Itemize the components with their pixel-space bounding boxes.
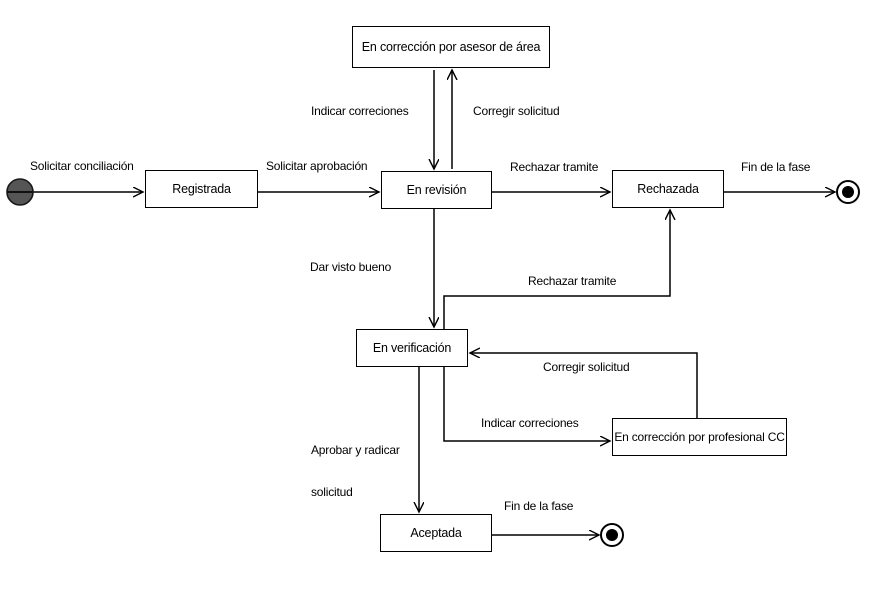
- label-corregir-solicitud-profesional: Corregir solicitud: [543, 360, 630, 374]
- state-label: Rechazada: [637, 182, 699, 196]
- state-label: En revisión: [406, 183, 467, 197]
- state-label: En corrección por asesor de área: [361, 40, 541, 54]
- state-en-correccion-por-profesional-cc[interactable]: En corrección por profesional CC: [612, 418, 787, 456]
- label-line-2: solicitud: [311, 485, 353, 499]
- state-label: Aceptada: [410, 526, 462, 540]
- state-label: En verificación: [372, 341, 452, 355]
- state-registrada[interactable]: Registrada: [145, 170, 258, 208]
- final-node-rechazada: [836, 180, 860, 204]
- edge-indicar-correciones-profesional: [443, 367, 610, 441]
- label-indicar-correciones-asesor: Indicar correciones: [311, 104, 409, 118]
- label-corregir-solicitud-asesor: Corregir solicitud: [473, 104, 560, 118]
- label-solicitar-conciliacion: Solicitar conciliación: [30, 159, 134, 173]
- label-fin-de-la-fase-aceptada: Fin de la fase: [504, 499, 574, 513]
- final-node-aceptada: [600, 523, 624, 547]
- state-label: En corrección por profesional CC: [614, 430, 785, 444]
- label-rechazar-tramite-revision: Rechazar tramite: [510, 160, 599, 174]
- state-en-verificacion[interactable]: En verificación: [356, 329, 468, 367]
- label-solicitar-aprobacion: Solicitar aprobación: [266, 159, 368, 173]
- state-aceptada[interactable]: Aceptada: [380, 514, 492, 552]
- state-rechazada[interactable]: Rechazada: [612, 170, 724, 208]
- label-aprobar-y-radicar-solicitud: Aprobar y radicar solicitud: [311, 415, 400, 527]
- initial-node: [6, 178, 34, 206]
- label-dar-visto-bueno: Dar visto bueno: [310, 260, 392, 274]
- state-label: Registrada: [172, 182, 231, 196]
- state-en-correccion-por-asesor-de-area[interactable]: En corrección por asesor de área: [352, 26, 550, 68]
- label-indicar-correciones-profesional: Indicar correciones: [481, 416, 579, 430]
- label-rechazar-tramite-verificacion: Rechazar tramite: [528, 274, 617, 288]
- state-en-revision[interactable]: En revisión: [381, 171, 492, 209]
- label-fin-de-la-fase-rechazada: Fin de la fase: [741, 160, 811, 174]
- label-line-1: Aprobar y radicar: [311, 443, 400, 457]
- edge-rechazar-tramite-verificacion: [443, 210, 670, 329]
- edge-corregir-solicitud-profesional: [470, 353, 698, 418]
